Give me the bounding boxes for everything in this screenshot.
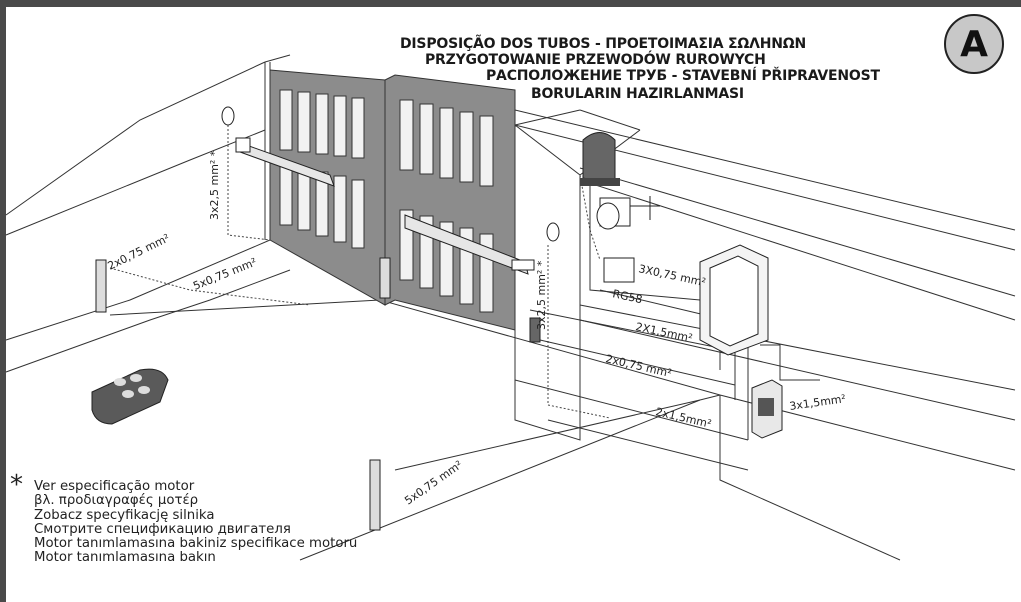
wire-label-antenna: RG58 xyxy=(611,287,643,306)
photocell-icon xyxy=(95,257,635,531)
note-line-4: Смотрите спецификацию двигателя xyxy=(34,521,291,537)
remote-control-icon xyxy=(91,368,169,425)
wire-label-ground-front: 5x0,75 mm² xyxy=(402,458,465,507)
notes-asterisk: * xyxy=(10,470,23,500)
wire-label-power-line: 2x1,5mm² xyxy=(654,405,712,430)
control-panel-icon xyxy=(699,244,769,356)
key-selector-icon xyxy=(221,106,235,126)
wire-label-right-post: 3x2,5 mm² * xyxy=(535,260,548,330)
junction-box-icon xyxy=(546,222,560,242)
wire-label-photocell-left: 2x0,75 mm² xyxy=(106,231,172,272)
wire-label-left-post: 3x2,5 mm² * xyxy=(208,150,221,220)
note-line-6: Motor tanımlamasına bakın xyxy=(34,550,216,566)
wire-label-ground-left: 5x0,75 mm² xyxy=(191,256,258,293)
note-line-3: Zobacz specyfikację silnika xyxy=(34,507,215,523)
left-wall xyxy=(5,54,291,373)
conduit-lines xyxy=(109,125,611,419)
note-line-5: Motor tanımlamasına bakiniz specifikace … xyxy=(34,536,358,552)
title-line-2: PRZYGOTOWANIE PRZEWODÓW RUROWYCH xyxy=(425,52,766,68)
wire-label-panel-line: 2X1,5mm² xyxy=(634,320,693,345)
note-line-2: βλ. προδιαγραφές μοτέρ xyxy=(34,493,199,509)
wire-label-lamp-line: 3X0,75 mm² xyxy=(637,262,707,289)
gate-left-leaf xyxy=(269,69,386,306)
antenna-icon xyxy=(596,196,660,230)
ground-outline xyxy=(109,299,1016,561)
section-badge: A xyxy=(944,14,1004,74)
flashing-lamp-icon xyxy=(580,132,620,186)
motor-right xyxy=(404,214,535,275)
motor-left xyxy=(235,137,335,187)
gate-right-leaf xyxy=(384,74,516,331)
wire-label-photocell-right: 2x0,75 mm² xyxy=(604,352,673,380)
wire-label-switch-line: 3x1,5mm² xyxy=(789,392,847,413)
title-line-1: DISPOSIÇÃO DOS TUBOS - ΠΡΟΕΤΟΙΜΑΣΙΑ ΣΩΛΗ… xyxy=(400,36,806,52)
note-line-1: Ver especificação motor xyxy=(34,479,195,494)
notes-block: Ver especificação motor βλ. προδιαγραφές… xyxy=(34,479,358,566)
main-switch-icon xyxy=(751,379,783,439)
title-line-3: РАСПОЛОЖЕНИЕ ТРУБ - STAVEBNÍ PŘIPRAVENOS… xyxy=(486,68,880,84)
title-line-4: BORULARIN HAZIRLANMASI xyxy=(531,86,744,102)
